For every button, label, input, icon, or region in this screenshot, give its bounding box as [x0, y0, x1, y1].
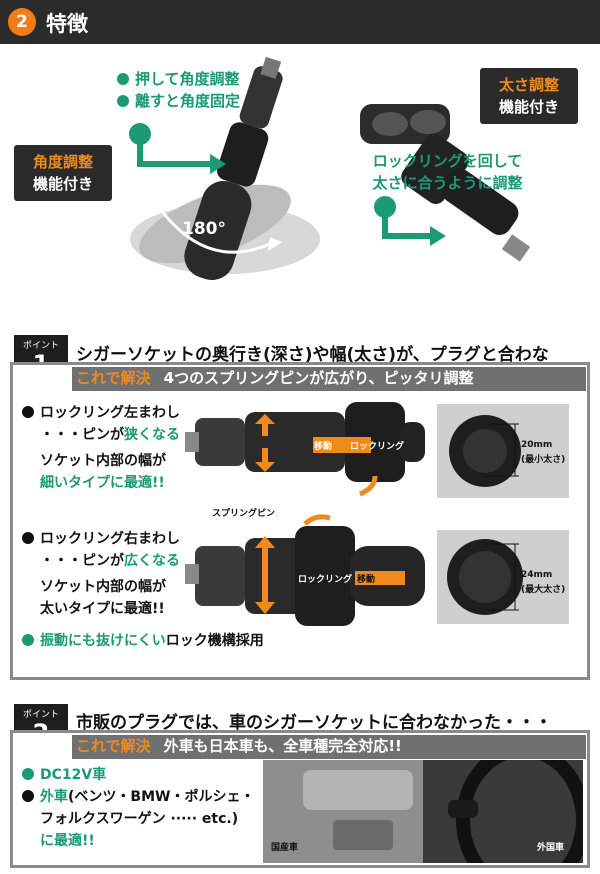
size-max-label: 24mm [521, 570, 553, 580]
feature-illustration [129, 56, 531, 281]
domestic-car-label: 国産車 [271, 843, 299, 853]
thickness-adapter-image [360, 104, 531, 262]
point1-solution-bar: これで解決 4つのスプリングピンが広がり、ピッタリ調整 [72, 367, 586, 391]
size-min-note: (最小太さ) [521, 455, 566, 465]
move-label-1: 移動 [314, 442, 333, 452]
section-number-badge: 2 [8, 8, 36, 36]
wide-socket-text: ソケット内部の幅が 太いタイプに最適!! [40, 579, 166, 617]
section-title: 特徴 [46, 12, 88, 36]
right-turn-text: ロックリング右まわし [22, 528, 180, 550]
foreign-car-item: 外車(ベンツ・BMW・ポルシェ・ フォルクスワーゲン ····· etc.) に… [22, 786, 267, 852]
bullet-dot [22, 790, 34, 802]
size-min-label: 20mm [521, 440, 553, 450]
point2-solution-bar: これで解決 外車も日本車も、全車種完全対応!! [72, 735, 586, 759]
bullet-dot [117, 95, 129, 107]
car-interior-image [263, 743, 590, 874]
release-fix-text: 離すと角度固定 [117, 90, 240, 111]
left-turn-text: ロックリング左まわし [22, 402, 180, 424]
dc12v-item: DC12V車 [22, 764, 106, 786]
push-adjust-text: 押して角度調整 [117, 68, 240, 89]
bullet-dot [22, 768, 34, 780]
move-label-2: 移動 [357, 575, 376, 585]
lockring-label-2: ロックリング [298, 575, 353, 585]
point2-headline: 市販のプラグでは、車のシガーソケットに合わなかった・・・ [76, 713, 552, 733]
vibration-text: 振動にも抜けにくいロック機構採用 [22, 630, 264, 652]
arrow-origin-dot-2 [374, 196, 396, 218]
lock-ring-instruction: ロックリングを回して 太さに合うように調整 [372, 152, 523, 192]
bullet-dot [22, 406, 34, 418]
plug-diagram [185, 402, 425, 626]
bullet-dot [117, 73, 129, 85]
angle-label: 180° [182, 219, 226, 239]
angle-adjust-bubble: 角度調整 機能付き [14, 145, 112, 201]
narrow-socket-text: ソケット内部の幅が 細いタイプに最適!! [40, 453, 166, 491]
lockring-label-1: ロックリング [350, 442, 405, 452]
arrow-origin-dot [129, 123, 151, 145]
move-tag [313, 437, 371, 453]
size-max-note: (最大太さ) [521, 585, 566, 595]
angle-adapter-image [184, 56, 283, 281]
bullet-dot [22, 532, 34, 544]
socket-max-image [447, 539, 523, 615]
car-photos [263, 743, 590, 874]
wide-pin-text: ・・・ピンが広くなる [40, 553, 180, 569]
foreign-car-label: 外国車 [537, 843, 565, 853]
section-header [0, 0, 600, 44]
narrow-pin-text: ・・・ピンが狭くなる [40, 427, 180, 443]
socket-min-image [449, 415, 521, 487]
bullet-dot [22, 634, 34, 646]
thickness-adjust-bubble: 太さ調整 機能付き [480, 68, 578, 124]
spring-pin-label: スプリングピン [212, 509, 276, 519]
